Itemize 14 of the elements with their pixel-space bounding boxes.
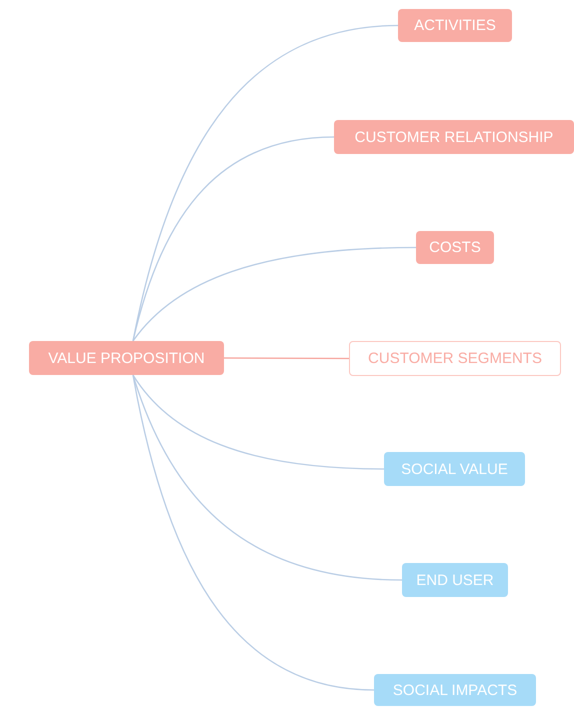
topic-box: ACTIVITIES [398, 9, 512, 42]
connector [132, 374, 374, 691]
topic-box: END USER [402, 563, 508, 597]
topic-box: COSTS [416, 231, 494, 264]
topic-box: VALUE PROPOSITION [29, 341, 224, 375]
topic-box: SOCIAL VALUE [384, 452, 525, 486]
topic-box: CUSTOMER RELATIONSHIP [334, 120, 574, 154]
connector [132, 374, 384, 470]
topic-box: SOCIAL IMPACTS [374, 674, 536, 706]
connector [224, 357, 349, 360]
connector [132, 136, 334, 342]
topic-box: CUSTOMER SEGMENTS [349, 341, 561, 376]
connector [132, 374, 402, 581]
connector [132, 246, 416, 342]
